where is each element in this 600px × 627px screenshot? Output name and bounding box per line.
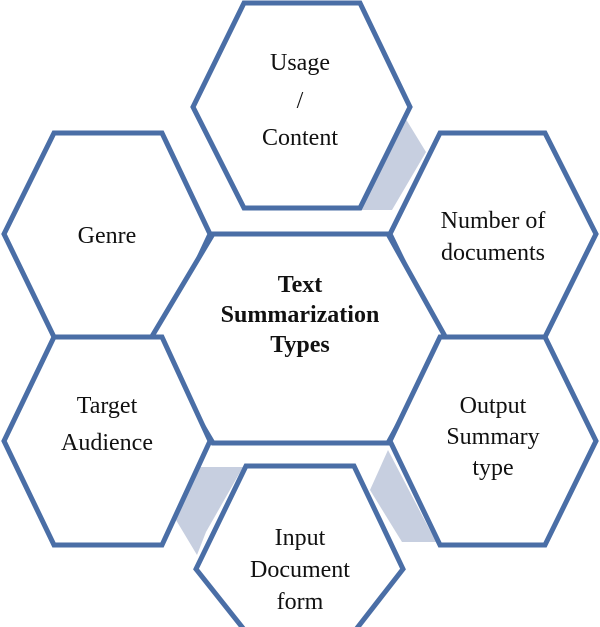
usage-line-2: / [297,88,304,114]
center-line-1: Text [278,272,322,298]
genre-label: Genre [78,223,137,249]
connector-target-input [176,467,243,555]
target-line-1: Target [77,393,138,419]
connector-usage-number [358,116,426,210]
hexagon-input [193,463,406,627]
usage-line-3: Content [262,125,338,151]
input-line-2: Document [250,557,350,583]
number-line-1: Number of [441,208,546,234]
center-line-2: Summarization [221,302,380,328]
hexagon-output [387,334,599,548]
output-line-3: type [472,455,513,481]
usage-line-1: Usage [270,50,330,76]
input-line-1: Input [275,525,326,551]
center-line-3: Types [270,332,330,358]
hexagon-usage [190,0,413,211]
hexagon-target [1,334,213,548]
input-line-3: form [277,589,324,615]
number-line-2: documents [441,240,545,266]
target-line-2: Audience [61,430,153,456]
connector-input-output [370,450,436,542]
output-line-1: Output [460,393,527,419]
output-line-2: Summary [446,424,539,450]
